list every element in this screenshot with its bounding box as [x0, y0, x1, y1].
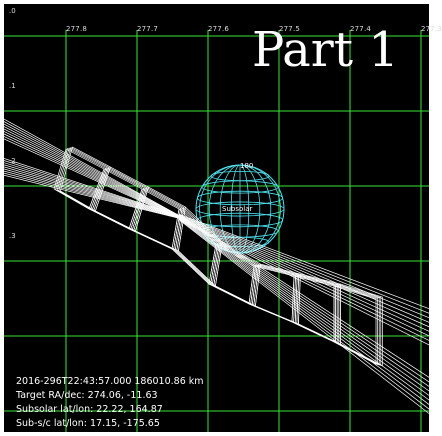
ra-tick-5: 277.3 — [421, 25, 442, 33]
footprint-ray — [178, 219, 435, 348]
info-subspacecraft: Sub-s/c lat/lon: 17.15, -175.65 — [16, 418, 160, 429]
footprint-ray — [0, 171, 180, 219]
footprint-ray — [178, 216, 435, 395]
footprint-ray — [0, 134, 180, 219]
target-label-subsolar: Subsolar — [222, 205, 253, 213]
footprint-plot — [0, 30, 435, 432]
footprint-ray — [0, 169, 180, 218]
ra-tick-1: 277.7 — [137, 25, 159, 33]
footprint-ray — [0, 121, 180, 217]
footprint-ray — [0, 158, 180, 217]
footprint-ray — [178, 218, 435, 339]
info-subsolar: Subsolar lat/lon: 22.22, 164.87 — [16, 404, 163, 415]
footprint-ray — [178, 214, 435, 316]
footprint-ray — [0, 131, 180, 219]
footprint-ray — [178, 217, 435, 404]
footprint-ray — [178, 218, 435, 344]
footprint-ray — [178, 215, 435, 391]
footprint-ray — [0, 126, 180, 218]
ra-tick-4: 277.4 — [350, 25, 372, 33]
footprint-ray — [178, 213, 435, 381]
footprint-ray — [178, 214, 435, 386]
dec-tick-1: .1 — [9, 82, 16, 90]
footprint-ray — [0, 173, 180, 219]
ra-tick-2: 277.6 — [208, 25, 230, 33]
footprint-ray — [178, 217, 435, 334]
instrument-footprints — [0, 116, 435, 418]
footprint-ray — [178, 219, 435, 418]
footprint-ray — [0, 161, 180, 217]
target-globe — [195, 164, 285, 254]
observation-frame: 277.8 277.7 277.6 277.5 277.4 277.3 .0 .… — [0, 4, 442, 432]
part-title: Part 1 — [252, 22, 399, 78]
footprint-ray — [178, 215, 435, 321]
footprint-ray — [0, 116, 180, 216]
ra-tick-0: 277.8 — [66, 25, 88, 33]
footprint-ray — [178, 216, 435, 330]
footprint-ray — [0, 163, 180, 218]
footprint-ray — [178, 215, 435, 325]
footprint-ray — [178, 218, 435, 409]
info-time-range: 2016-296T22:43:57.000 186010.86 km — [16, 376, 204, 387]
footprint-ray — [0, 165, 180, 218]
footprint-ray — [0, 129, 180, 218]
footprint-ray — [178, 213, 435, 311]
footprint-ray — [0, 156, 180, 217]
footprint-ray — [0, 136, 180, 219]
footprint-ray — [178, 218, 435, 414]
ra-tick-3: 277.5 — [279, 25, 301, 33]
footprint-ray — [178, 216, 435, 400]
footprint-ray — [0, 167, 180, 218]
coordinate-grid — [4, 30, 429, 432]
dec-tick-2: .2 — [9, 157, 16, 165]
dec-tick-3: .3 — [9, 232, 16, 240]
footprint-ray — [0, 119, 180, 217]
info-target-radec: Target RA/dec: 274.06, -11.63 — [16, 390, 158, 401]
target-label-top: 180 — [240, 162, 254, 170]
dec-tick-0: .0 — [9, 7, 16, 15]
footprint-ray — [0, 124, 180, 217]
